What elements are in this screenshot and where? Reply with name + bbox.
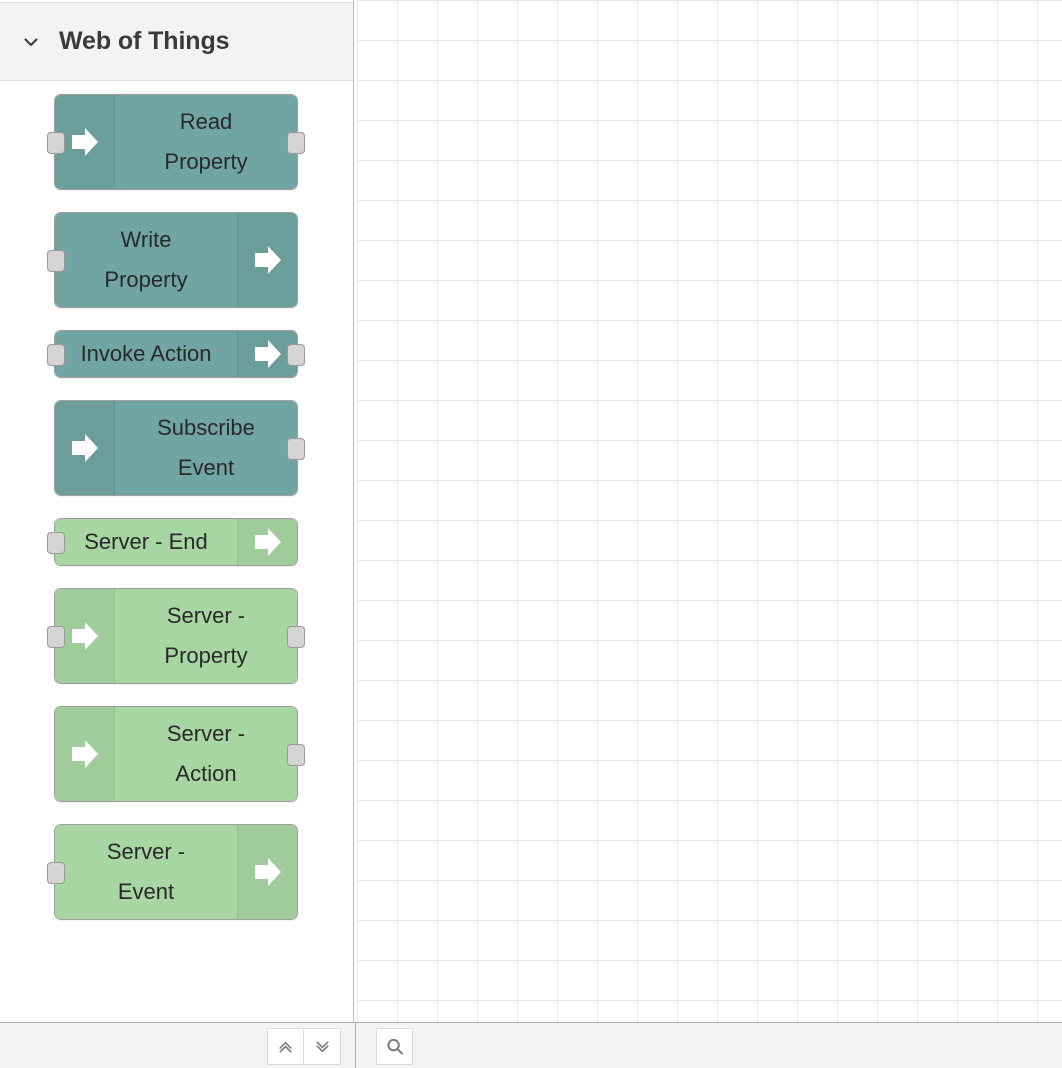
palette-top-divider (0, 0, 353, 3)
node-input-port[interactable] (47, 250, 65, 272)
palette-node-body: Invoke Action (55, 331, 297, 377)
chevrons-up-icon (276, 1037, 295, 1056)
palette-node-icon-zone (55, 401, 115, 495)
palette-node-icon-zone (237, 519, 297, 565)
palette-node-label: Server - Property (115, 589, 297, 683)
palette-node-label: Server - Action (115, 707, 297, 801)
node-input-port[interactable] (47, 132, 65, 154)
palette-node-body: Server - Action (55, 707, 297, 801)
palette-node-body: Server - End (55, 519, 297, 565)
palette-node-label-line: Server - (106, 839, 186, 864)
arrow-right-icon (252, 337, 284, 371)
palette-node-label-line: Read (179, 109, 233, 134)
search-icon (384, 1036, 406, 1058)
palette-node[interactable]: Server - End (47, 518, 298, 566)
palette-node-icon-zone (55, 95, 115, 189)
palette-node[interactable]: Server - Action (54, 706, 305, 802)
node-output-port[interactable] (287, 744, 305, 766)
palette-node-body: Server - Event (55, 825, 297, 919)
arrow-right-icon (69, 619, 101, 653)
palette-node-label: Server - End (55, 519, 237, 565)
arrow-right-icon (69, 737, 101, 771)
palette-category-web-of-things[interactable]: Web of Things (0, 3, 353, 81)
palette-node[interactable]: Server - Property (47, 588, 305, 684)
palette-node-label: Invoke Action (55, 331, 237, 377)
palette-node-label-line: Server - (166, 603, 246, 628)
palette-category-label: Web of Things (59, 27, 230, 55)
palette-collapse-controls (267, 1028, 341, 1065)
palette-node-icon-zone (237, 213, 297, 307)
node-input-port[interactable] (47, 532, 65, 554)
search-button[interactable] (376, 1028, 413, 1065)
node-output-port[interactable] (287, 626, 305, 648)
node-input-port[interactable] (47, 626, 65, 648)
chevrons-down-icon (313, 1037, 332, 1056)
palette-node-label-line: Action (175, 761, 237, 786)
palette-node-label: Server - Event (55, 825, 237, 919)
palette-node-label-line: Server - End (84, 529, 208, 554)
palette-node-label-line: Property (104, 267, 188, 292)
palette-node-label-line: Event (117, 879, 175, 904)
node-output-port[interactable] (287, 132, 305, 154)
node-input-port[interactable] (47, 344, 65, 366)
palette-node-body: Server - Property (55, 589, 297, 683)
canvas-search-controls (376, 1028, 413, 1065)
palette-node-icon-zone (55, 589, 115, 683)
arrow-right-icon (252, 855, 284, 889)
palette-node-icon-zone (237, 825, 297, 919)
palette-node-label-line: Write (120, 227, 172, 252)
palette-node-label-line: Event (177, 455, 235, 480)
arrow-right-icon (252, 243, 284, 277)
arrow-right-icon (69, 125, 101, 159)
palette-node-label-line: Server - (166, 721, 246, 746)
collapse-all-button[interactable] (267, 1028, 304, 1065)
palette-node-icon-zone (55, 707, 115, 801)
arrow-right-icon (252, 525, 284, 559)
palette-node-label-line: Property (164, 149, 248, 174)
node-input-port[interactable] (47, 862, 65, 884)
palette-node-label-line: Subscribe (157, 415, 255, 440)
flow-canvas[interactable] (357, 0, 1062, 1022)
chevron-down-icon[interactable] (18, 29, 44, 55)
node-output-port[interactable] (287, 438, 305, 460)
palette-node-label-line: Property (164, 643, 248, 668)
editor-footer-bar (0, 1022, 1062, 1068)
footer-divider (355, 1022, 356, 1068)
palette-node[interactable]: Server - Event (47, 824, 298, 920)
node-output-port[interactable] (287, 344, 305, 366)
arrow-right-icon (69, 431, 101, 465)
expand-all-button[interactable] (304, 1028, 341, 1065)
palette-node[interactable]: Invoke Action (47, 330, 305, 378)
palette-node-label-line: Invoke Action (80, 341, 212, 366)
